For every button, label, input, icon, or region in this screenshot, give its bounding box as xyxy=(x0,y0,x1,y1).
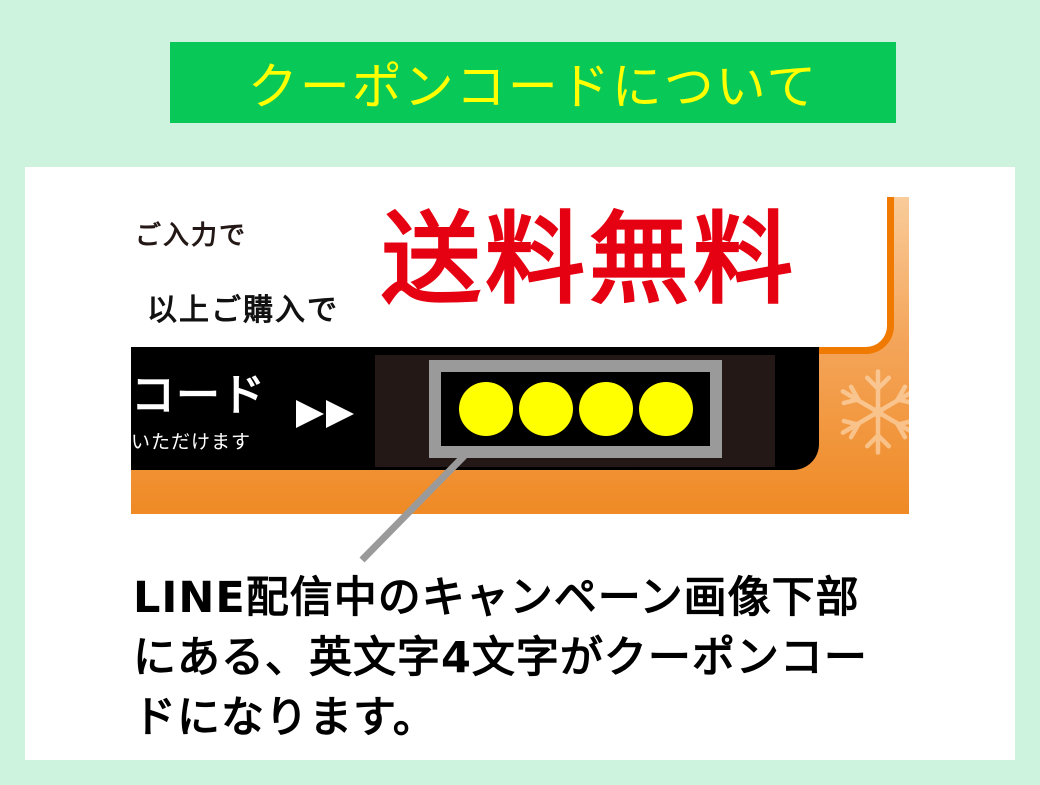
description-line-1: LINE配信中のキャンペーン画像下部 xyxy=(133,573,860,623)
double-arrow-icon xyxy=(296,400,354,428)
campaign-banner-image: ご入力で 以上ご購入で 送料無料 コード いただけます xyxy=(131,197,909,514)
banner-text-fragment-1: ご入力で xyxy=(135,221,248,251)
section-title: クーポンコードについて xyxy=(247,57,819,116)
banner-text-fragment-2: 以上ご購入で xyxy=(147,293,339,328)
coupon-code-highlight-frame xyxy=(429,360,722,458)
code-placeholder-dot xyxy=(638,382,693,436)
code-placeholder-dot xyxy=(518,382,573,436)
code-placeholder-dot xyxy=(578,382,633,436)
free-shipping-headline: 送料無料 xyxy=(381,201,797,318)
description-line-2: にある、英文字4文字がクーポンコー xyxy=(133,633,868,683)
description-line-3: ドになります。 xyxy=(133,693,437,743)
description-text: LINE配信中のキャンペーン画像下部 にある、英文字4文字がクーポンコー ドにな… xyxy=(133,568,923,748)
code-sub-fragment: いただけます xyxy=(131,431,252,453)
section-header: クーポンコードについて xyxy=(170,42,896,123)
code-label-fragment: コード xyxy=(131,370,266,421)
snowflake-icon xyxy=(840,369,909,455)
arrow-right-icon xyxy=(326,400,354,428)
code-placeholder-dot xyxy=(458,382,513,436)
arrow-right-icon xyxy=(296,400,324,428)
